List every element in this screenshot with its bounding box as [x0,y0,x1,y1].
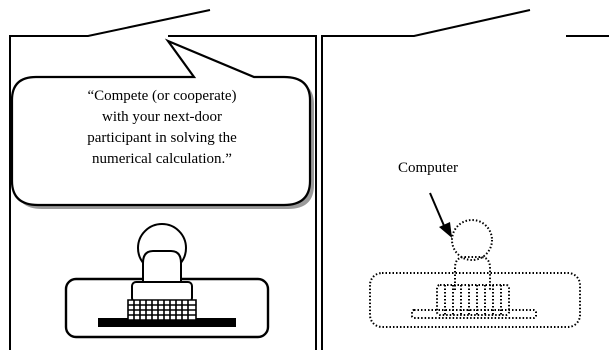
speech-bubble-body [10,38,312,207]
dotted-head [451,219,493,261]
left-booth [9,9,317,350]
speech-bubble-text: “Compete (or cooperate) with your next-d… [16,86,308,170]
speech-line-1: “Compete (or cooperate) [87,88,237,104]
right-booth [321,9,609,350]
left-booth-wall [9,9,317,350]
computer-label: Computer [398,160,458,176]
participant-icon [64,223,270,339]
right-booth-wall [321,9,609,350]
speech-line-4: numerical calculation.” [92,151,232,167]
dotted-desk [369,272,581,328]
dotted-arms [454,256,491,290]
speech-line-2: with your next-door [102,109,222,125]
participant-arms [142,250,182,286]
computer-opponent-icon [369,219,581,328]
speech-line-3: participant in solving the [87,130,237,146]
speech-bubble [10,38,314,209]
dotted-keyboard [436,284,510,316]
keyboard-icon [127,299,197,321]
arrow-down-icon [429,192,452,238]
